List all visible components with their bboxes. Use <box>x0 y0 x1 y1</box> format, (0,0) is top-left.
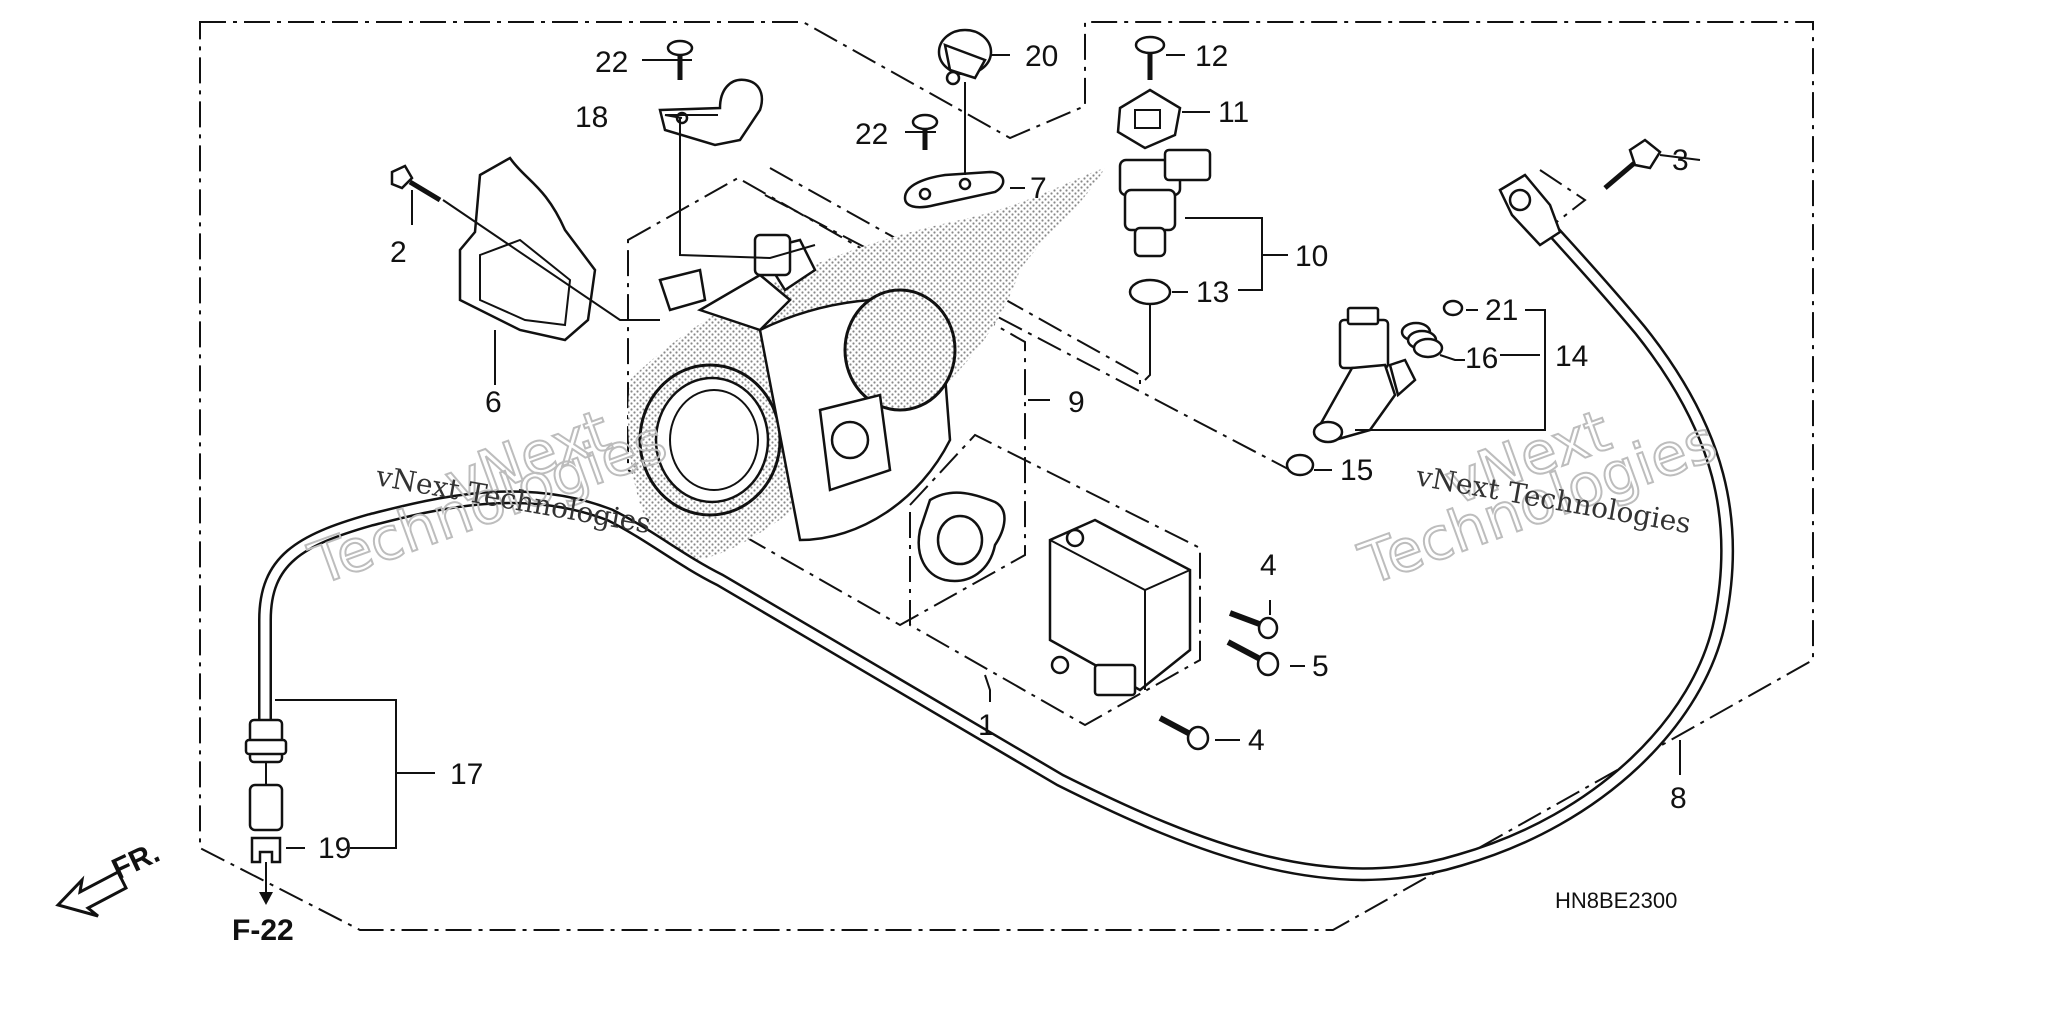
callout-20: 20 <box>1025 40 1058 73</box>
cover-6-inner <box>479 238 572 327</box>
bolt-5 <box>1226 639 1280 677</box>
o-ring-21 <box>1442 299 1464 317</box>
callout-19: 19 <box>318 832 351 865</box>
callout-4-upper: 4 <box>1260 549 1277 582</box>
callout-3: 3 <box>1672 144 1689 177</box>
callout-13: 13 <box>1196 276 1229 309</box>
callout-2: 2 <box>390 236 407 269</box>
callout-11: 11 <box>1218 96 1249 129</box>
callout-14: 14 <box>1555 340 1588 373</box>
o-ring-13 <box>1128 278 1172 306</box>
plate-7 <box>903 170 1005 209</box>
ref-arrow-head <box>259 892 273 905</box>
clip-20 <box>937 28 993 86</box>
hose-end-connector <box>1498 173 1562 247</box>
screw-12 <box>1134 35 1166 80</box>
callout-21: 21 <box>1485 294 1518 327</box>
callout-22-middle: 22 <box>855 118 888 151</box>
hose-end-ring <box>1508 188 1532 212</box>
front-arrow-icon <box>55 869 128 918</box>
callout-6: 6 <box>485 386 502 419</box>
screw-22-top <box>666 39 694 80</box>
seal-ring-16 <box>1400 321 1444 359</box>
callout-16: 16 <box>1465 342 1498 375</box>
sensor-subassembly-frame <box>909 433 1201 727</box>
seal-15 <box>1285 453 1315 477</box>
callout-5: 5 <box>1312 650 1329 683</box>
bolt-4-lower <box>1158 715 1210 751</box>
plate-7-hole-b <box>958 177 972 191</box>
throttle-body <box>638 233 957 542</box>
callout-7: 7 <box>1030 172 1047 205</box>
clip-19 <box>250 836 282 864</box>
callout-18: 18 <box>575 101 608 134</box>
reference-label: F-22 <box>232 914 294 947</box>
callout-4-lower: 4 <box>1248 724 1265 757</box>
callout-1: 1 <box>978 709 995 742</box>
fuel-hose-inner <box>260 200 1732 879</box>
callout-12: 12 <box>1195 40 1228 73</box>
callout-15: 15 <box>1340 454 1373 487</box>
hose-quick-connector <box>248 783 284 832</box>
callout-9: 9 <box>1068 386 1085 419</box>
cover-6 <box>458 156 597 342</box>
plate-7-hole-a <box>918 187 932 201</box>
callout-leaders <box>275 54 1701 849</box>
bolt-2 <box>390 164 442 203</box>
bolt-3 <box>1603 138 1662 190</box>
assembly-boundary-frame <box>199 21 1814 931</box>
fuel-hose-connection-frame <box>764 194 1291 471</box>
callout-8: 8 <box>1670 782 1687 815</box>
throttle-position-sensor <box>1048 518 1192 697</box>
diagram-code: HN8BE2300 <box>1555 888 1677 913</box>
callout-10: 10 <box>1295 240 1328 273</box>
fuel-injector <box>1312 306 1417 444</box>
bracket-18 <box>658 78 764 147</box>
gasket-9-hole <box>936 514 984 566</box>
map-sensor-10 <box>1118 148 1212 258</box>
callout-17: 17 <box>450 758 483 791</box>
callout-22-top: 22 <box>595 46 628 79</box>
hose-connector-clamp <box>244 738 288 756</box>
throttle-body-subassembly-frame <box>627 176 1026 627</box>
bolt-4-upper <box>1228 610 1279 640</box>
sensor-holder-11 <box>1116 88 1182 150</box>
